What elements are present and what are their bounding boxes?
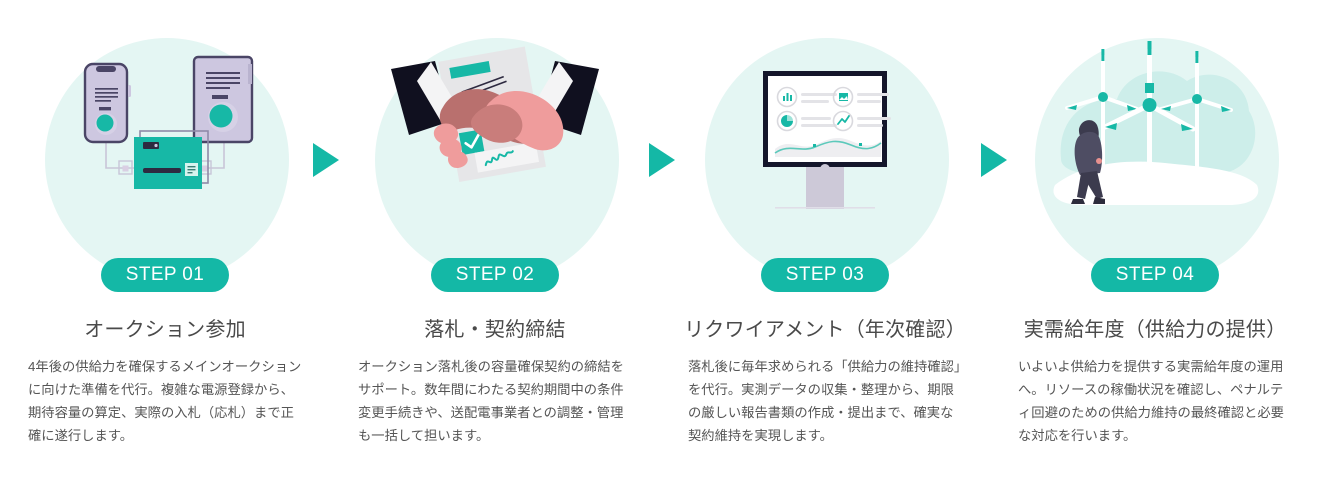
devices-network-svg bbox=[83, 55, 254, 189]
step-badge-4: STEP 04 bbox=[1090, 258, 1220, 292]
dashboard-monitor-svg bbox=[763, 71, 891, 209]
wind-turbines-svg bbox=[1053, 41, 1259, 205]
dashboard-content bbox=[774, 86, 891, 157]
dashboard-monitor-illustration bbox=[703, 9, 947, 253]
step-title-2: 落札・契約締結 bbox=[424, 319, 566, 341]
step-3-illustration-area bbox=[660, 0, 990, 282]
step-description-4: いよいよ供給力を提供する実需給年度の運用へ。リソースの稼働状況を確認し、ペナルテ… bbox=[1018, 359, 1284, 443]
step-card-3: STEP 03 リクワイアメント（年次確認） 落札後に毎年求められる「供給力の維… bbox=[660, 0, 990, 495]
person-walking-icon bbox=[1071, 120, 1105, 204]
signature-icon bbox=[474, 142, 540, 173]
wind-turbine-icon bbox=[1065, 49, 1139, 171]
step-description-2: オークション落札後の容量確保契約の締結をサポート。数年間にわたる契約期間中の条件… bbox=[358, 359, 624, 443]
arrow-step1-to-step2 bbox=[313, 143, 339, 177]
ground-shape bbox=[1053, 161, 1259, 205]
step-title-3: リクワイアメント（年次確認） bbox=[684, 319, 966, 341]
step-card-2: STEP 02 落札・契約締結 オークション落札後の容量確保契約の締結をサポート… bbox=[330, 0, 660, 495]
bar-chart-icon bbox=[783, 93, 792, 101]
step-title-1: オークション参加 bbox=[84, 319, 246, 341]
devices-network-illustration bbox=[43, 9, 287, 253]
handshake-icon bbox=[391, 61, 599, 168]
step-description-3: 落札後に毎年求められる「供給力の維持確認」を代行。実測データの収集・整理から、期… bbox=[688, 359, 961, 443]
step-title-4: 実需給年度（供給力の提供） bbox=[1023, 319, 1287, 341]
arrow-step3-to-step4 bbox=[981, 143, 1007, 177]
server-device-icon bbox=[134, 130, 209, 189]
handshake-contract-svg bbox=[391, 46, 599, 182]
step-badge-3: STEP 03 bbox=[760, 258, 890, 292]
step-card-4: STEP 04 実需給年度（供給力の提供） いよいよ供給力を提供する実需給年度の… bbox=[990, 0, 1320, 495]
step-1-illustration-area bbox=[0, 0, 330, 282]
wind-turbines-illustration bbox=[1033, 9, 1277, 253]
image-report-icon bbox=[839, 93, 848, 101]
step-description-1: 4年後の供給力を確保するメインオークションに向けた準備を代行。複雑な電源登録から… bbox=[28, 359, 302, 443]
step-2-illustration-area bbox=[330, 0, 660, 282]
step-badge-2: STEP 02 bbox=[430, 258, 560, 292]
wind-turbine-icon bbox=[1159, 51, 1233, 171]
wind-turbine-icon bbox=[1102, 41, 1196, 175]
hill-backdrop bbox=[1060, 71, 1256, 173]
arrow-step2-to-step3 bbox=[649, 143, 675, 177]
trend-line-icon bbox=[837, 115, 850, 125]
step-4-illustration-area bbox=[990, 0, 1320, 282]
smartphone-icon bbox=[83, 62, 131, 144]
pie-chart-icon bbox=[781, 115, 793, 127]
handshake-contract-illustration bbox=[373, 9, 617, 253]
step-badge-1: STEP 01 bbox=[100, 258, 230, 292]
tablet-icon bbox=[192, 55, 254, 144]
step-card-1: STEP 01 オークション参加 4年後の供給力を確保するメインオークションに向… bbox=[0, 0, 330, 495]
